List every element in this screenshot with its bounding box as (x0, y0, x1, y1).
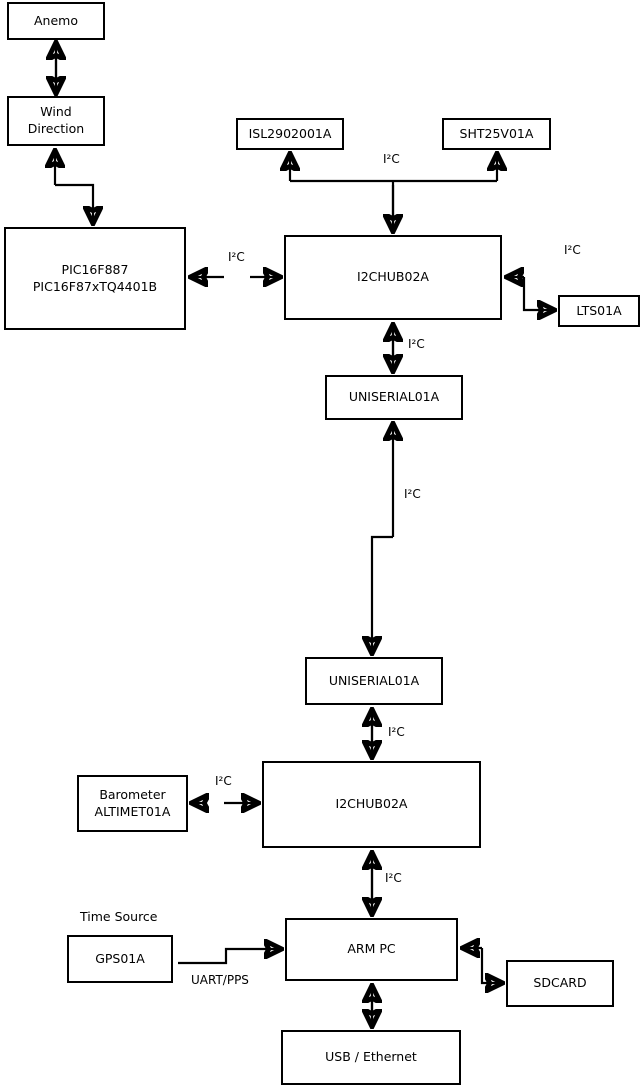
edge-label-i2c-hub-uniserial: I²C (408, 337, 425, 351)
edge-label-i2c-hub-lts: I²C (564, 243, 581, 257)
node-barometer-altimet01a[interactable]: Barometer ALTIMET01A (77, 775, 188, 832)
edge-label-i2c-uniserial-link: I²C (404, 487, 421, 501)
node-sdcard[interactable]: SDCARD (506, 960, 614, 1007)
wire-pic-to-wind-leg (55, 183, 93, 222)
node-sht25v01a[interactable]: SHT25V01A (442, 118, 551, 150)
node-wind-direction[interactable]: Wind Direction (7, 96, 105, 146)
edge-label-i2c-uniserial-hub2: I²C (388, 725, 405, 739)
node-usb-ethernet[interactable]: USB / Ethernet (281, 1030, 461, 1085)
node-i2chub02a-top[interactable]: I2CHUB02A (284, 235, 502, 320)
node-uniserial01a-lower[interactable]: UNISERIAL01A (305, 657, 443, 705)
node-anemo[interactable]: Anemo (7, 2, 105, 40)
wire-armpc-to-sdcard (480, 948, 501, 983)
node-uniserial01a-upper[interactable]: UNISERIAL01A (325, 375, 463, 420)
node-pic-microcontroller[interactable]: PIC16F887 PIC16F87xTQ4401B (4, 227, 186, 330)
node-isl2902001a[interactable]: ISL2902001A (236, 118, 344, 150)
node-arm-pc[interactable]: ARM PC (285, 918, 458, 981)
node-gps01a[interactable]: GPS01A (67, 935, 173, 983)
wire-hub-to-lts (522, 277, 553, 310)
edge-label-uart-pps: UART/PPS (191, 973, 249, 987)
node-i2chub02a-bottom[interactable]: I2CHUB02A (262, 761, 481, 848)
wire-uniserial-link-down (372, 535, 393, 652)
node-lts01a[interactable]: LTS01A (558, 295, 640, 327)
wire-gps-armpc (178, 949, 280, 965)
edge-label-i2c-hub2-armpc: I²C (385, 871, 402, 885)
edge-label-i2c-pic-hub: I²C (228, 250, 245, 264)
label-time-source: Time Source (80, 909, 158, 924)
edge-label-i2c-barometer-hub2: I²C (215, 774, 232, 788)
edge-label-i2c-sensors-hub: I²C (383, 152, 400, 166)
